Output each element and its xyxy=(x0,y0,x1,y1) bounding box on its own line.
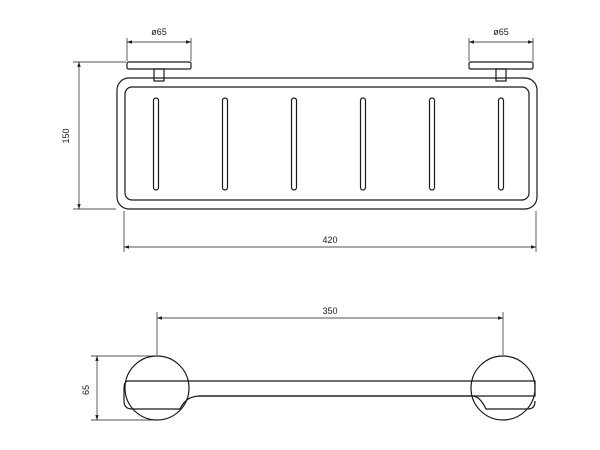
dimension-right-flange-diameter: ø65 xyxy=(468,27,534,61)
dim-label-right-diameter: ø65 xyxy=(493,27,509,37)
basket-outer-frame xyxy=(116,77,538,210)
dimension-mount-spacing: 350 xyxy=(156,306,504,355)
dim-label-mount-spacing: 350 xyxy=(322,306,337,316)
top-view: ø65 ø65 150 420 xyxy=(61,27,538,252)
dimension-flange-height: 65 xyxy=(81,355,156,421)
basket-slot xyxy=(221,97,229,191)
dim-label-left-diameter: ø65 xyxy=(151,27,167,37)
left-flange-disc xyxy=(124,355,190,421)
shelf-rail-profile xyxy=(123,380,536,410)
basket-slots xyxy=(152,97,505,191)
basket-slot xyxy=(497,97,505,191)
left-flange-top xyxy=(126,61,192,82)
basket-slot xyxy=(359,97,367,191)
dim-label-flange-height: 65 xyxy=(81,385,91,395)
dimension-height: 150 xyxy=(61,61,126,210)
right-flange-top xyxy=(468,61,534,82)
basket-slot xyxy=(428,97,436,191)
basket-slot xyxy=(152,97,160,191)
dim-label-overall-width: 420 xyxy=(322,235,337,245)
dimension-overall-width: 420 xyxy=(123,211,537,252)
dim-label-height: 150 xyxy=(61,128,71,143)
basket-slot xyxy=(290,97,298,191)
front-view: 350 65 xyxy=(81,306,536,421)
dimension-left-flange-diameter: ø65 xyxy=(126,27,192,61)
right-flange-disc xyxy=(470,355,536,421)
basket-inner-frame xyxy=(124,86,530,201)
